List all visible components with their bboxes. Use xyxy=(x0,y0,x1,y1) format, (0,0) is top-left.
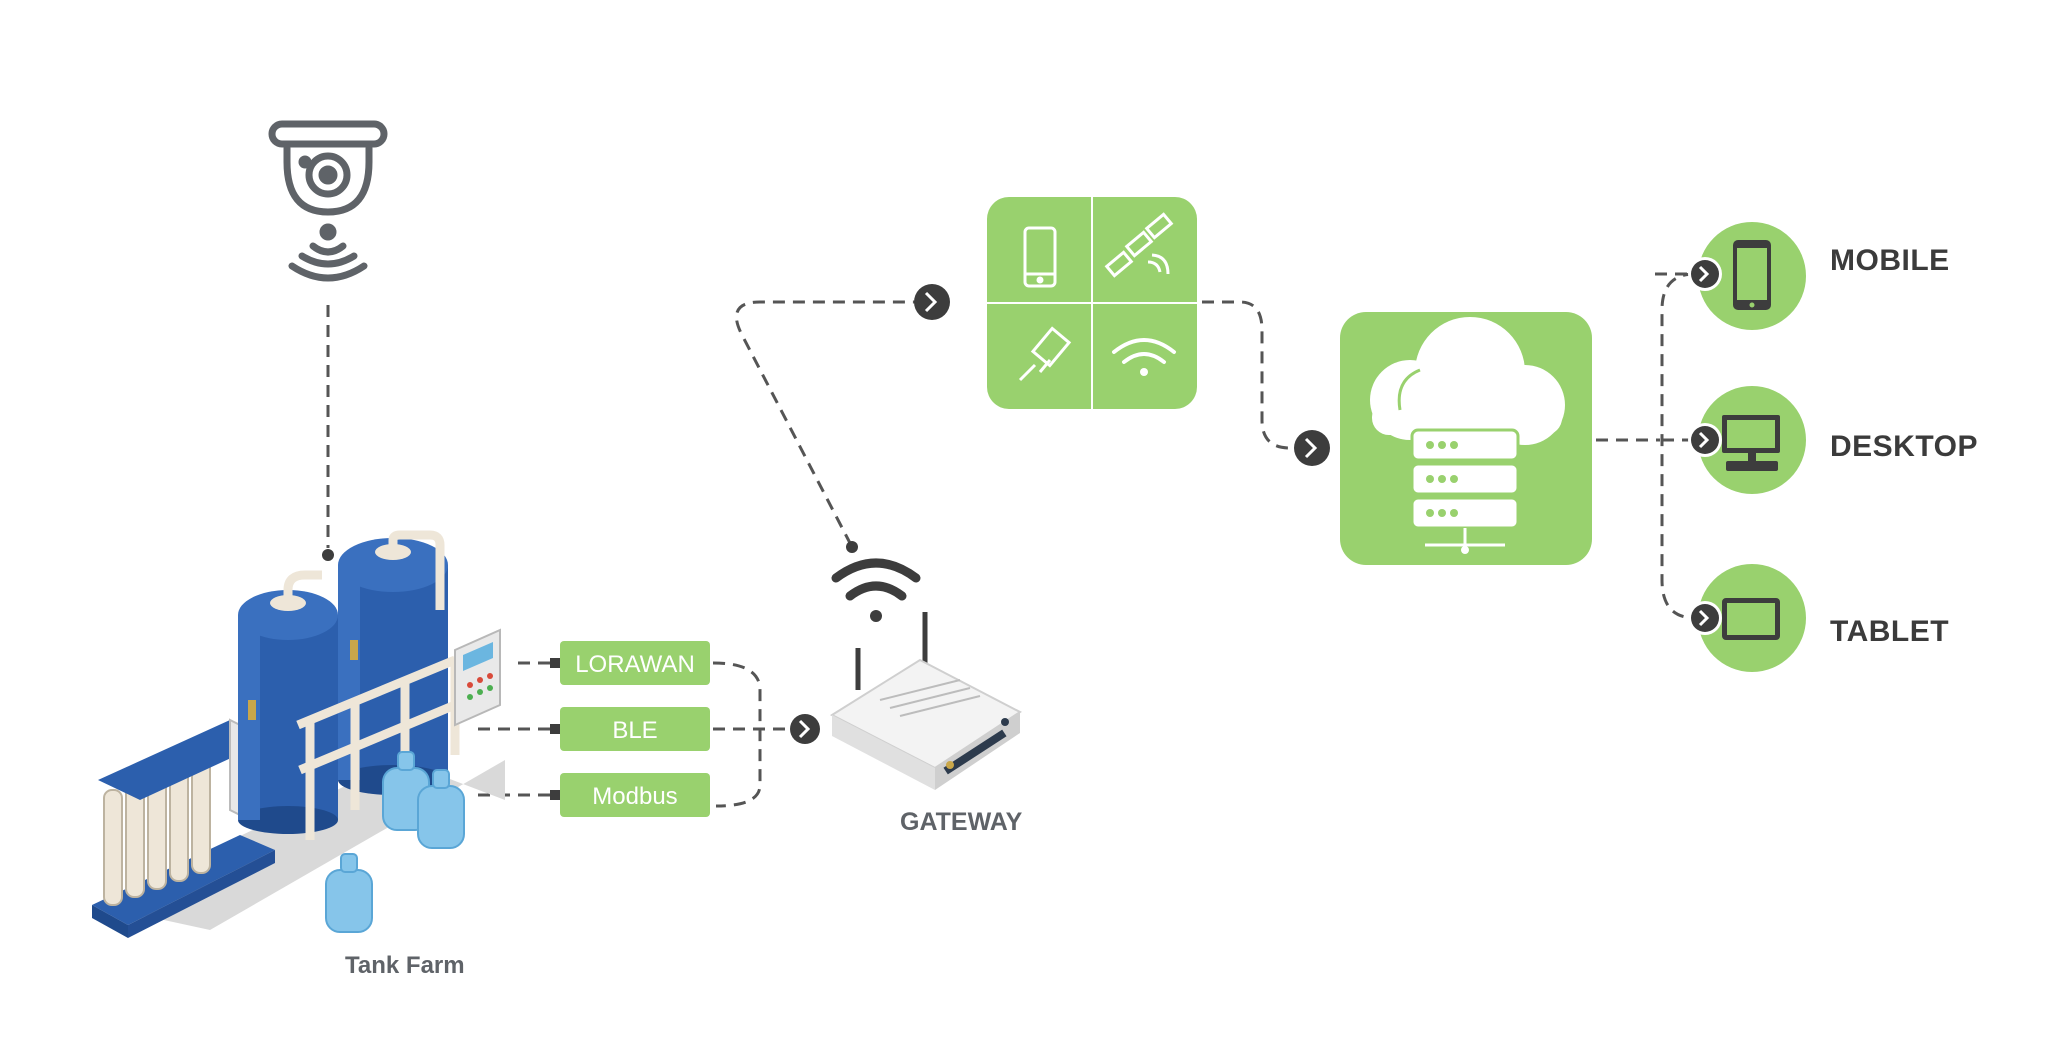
device-desktop xyxy=(1688,386,1806,494)
desktop-label: DESKTOP xyxy=(1830,430,1978,463)
connectivity-to-cloud-line xyxy=(1202,300,1300,450)
control-panel xyxy=(454,628,501,727)
server-rack xyxy=(1410,428,1520,554)
protocol-ble: BLE xyxy=(550,707,710,751)
tank-farm-illustration xyxy=(92,530,505,938)
chevron-right-icon xyxy=(1688,601,1722,635)
camera-line-endpoint xyxy=(322,549,334,561)
protocol-label: Modbus xyxy=(592,783,677,810)
gateway-to-connectivity-line xyxy=(735,300,918,546)
filter-cartridges xyxy=(103,757,211,906)
gateway-label: GATEWAY xyxy=(900,808,1023,836)
protocol-label: BLE xyxy=(612,717,657,744)
wireless-signal-icon xyxy=(288,223,368,282)
tablet-icon xyxy=(1722,598,1780,640)
desktop-computer-icon xyxy=(1722,415,1780,471)
chevron-right-icon xyxy=(1688,257,1722,291)
router-icon xyxy=(829,558,1022,790)
chevron-right-icon xyxy=(1294,430,1330,466)
satellite-icon xyxy=(1104,212,1174,278)
device-tablet xyxy=(1688,564,1806,672)
security-camera-icon xyxy=(268,120,388,216)
mobile-phone-icon xyxy=(1733,240,1771,310)
water-jugs xyxy=(325,751,465,933)
tablet-label: TABLET xyxy=(1830,615,1950,648)
chevron-right-icon xyxy=(914,284,950,320)
storage-tank-left xyxy=(238,570,338,834)
protocol-list: LORAWAN BLE Modbus xyxy=(550,641,710,817)
wifi-icon xyxy=(1112,338,1176,376)
ethernet-cable-icon xyxy=(1018,326,1072,382)
protocol-lorawan: LORAWAN xyxy=(550,641,710,685)
gateway-line-endpoint xyxy=(846,541,858,553)
connectivity-tile xyxy=(987,197,1197,409)
chevron-right-icon xyxy=(1688,423,1722,457)
device-mobile xyxy=(1688,222,1806,330)
chevron-right-icon xyxy=(790,714,820,744)
tank-farm-label: Tank Farm xyxy=(345,952,465,979)
mobile-label: MOBILE xyxy=(1830,244,1950,277)
cloud-to-devices-line xyxy=(1596,272,1696,620)
connector-lines xyxy=(326,272,1696,808)
protocol-modbus: Modbus xyxy=(550,773,710,817)
protocol-bus-line xyxy=(712,661,762,808)
wifi-icon xyxy=(831,558,921,622)
protocol-label: LORAWAN xyxy=(575,651,695,678)
mobile-phone-icon xyxy=(1023,226,1057,288)
cloud-server-icon xyxy=(1340,312,1592,565)
arrow-badges xyxy=(790,284,1330,744)
